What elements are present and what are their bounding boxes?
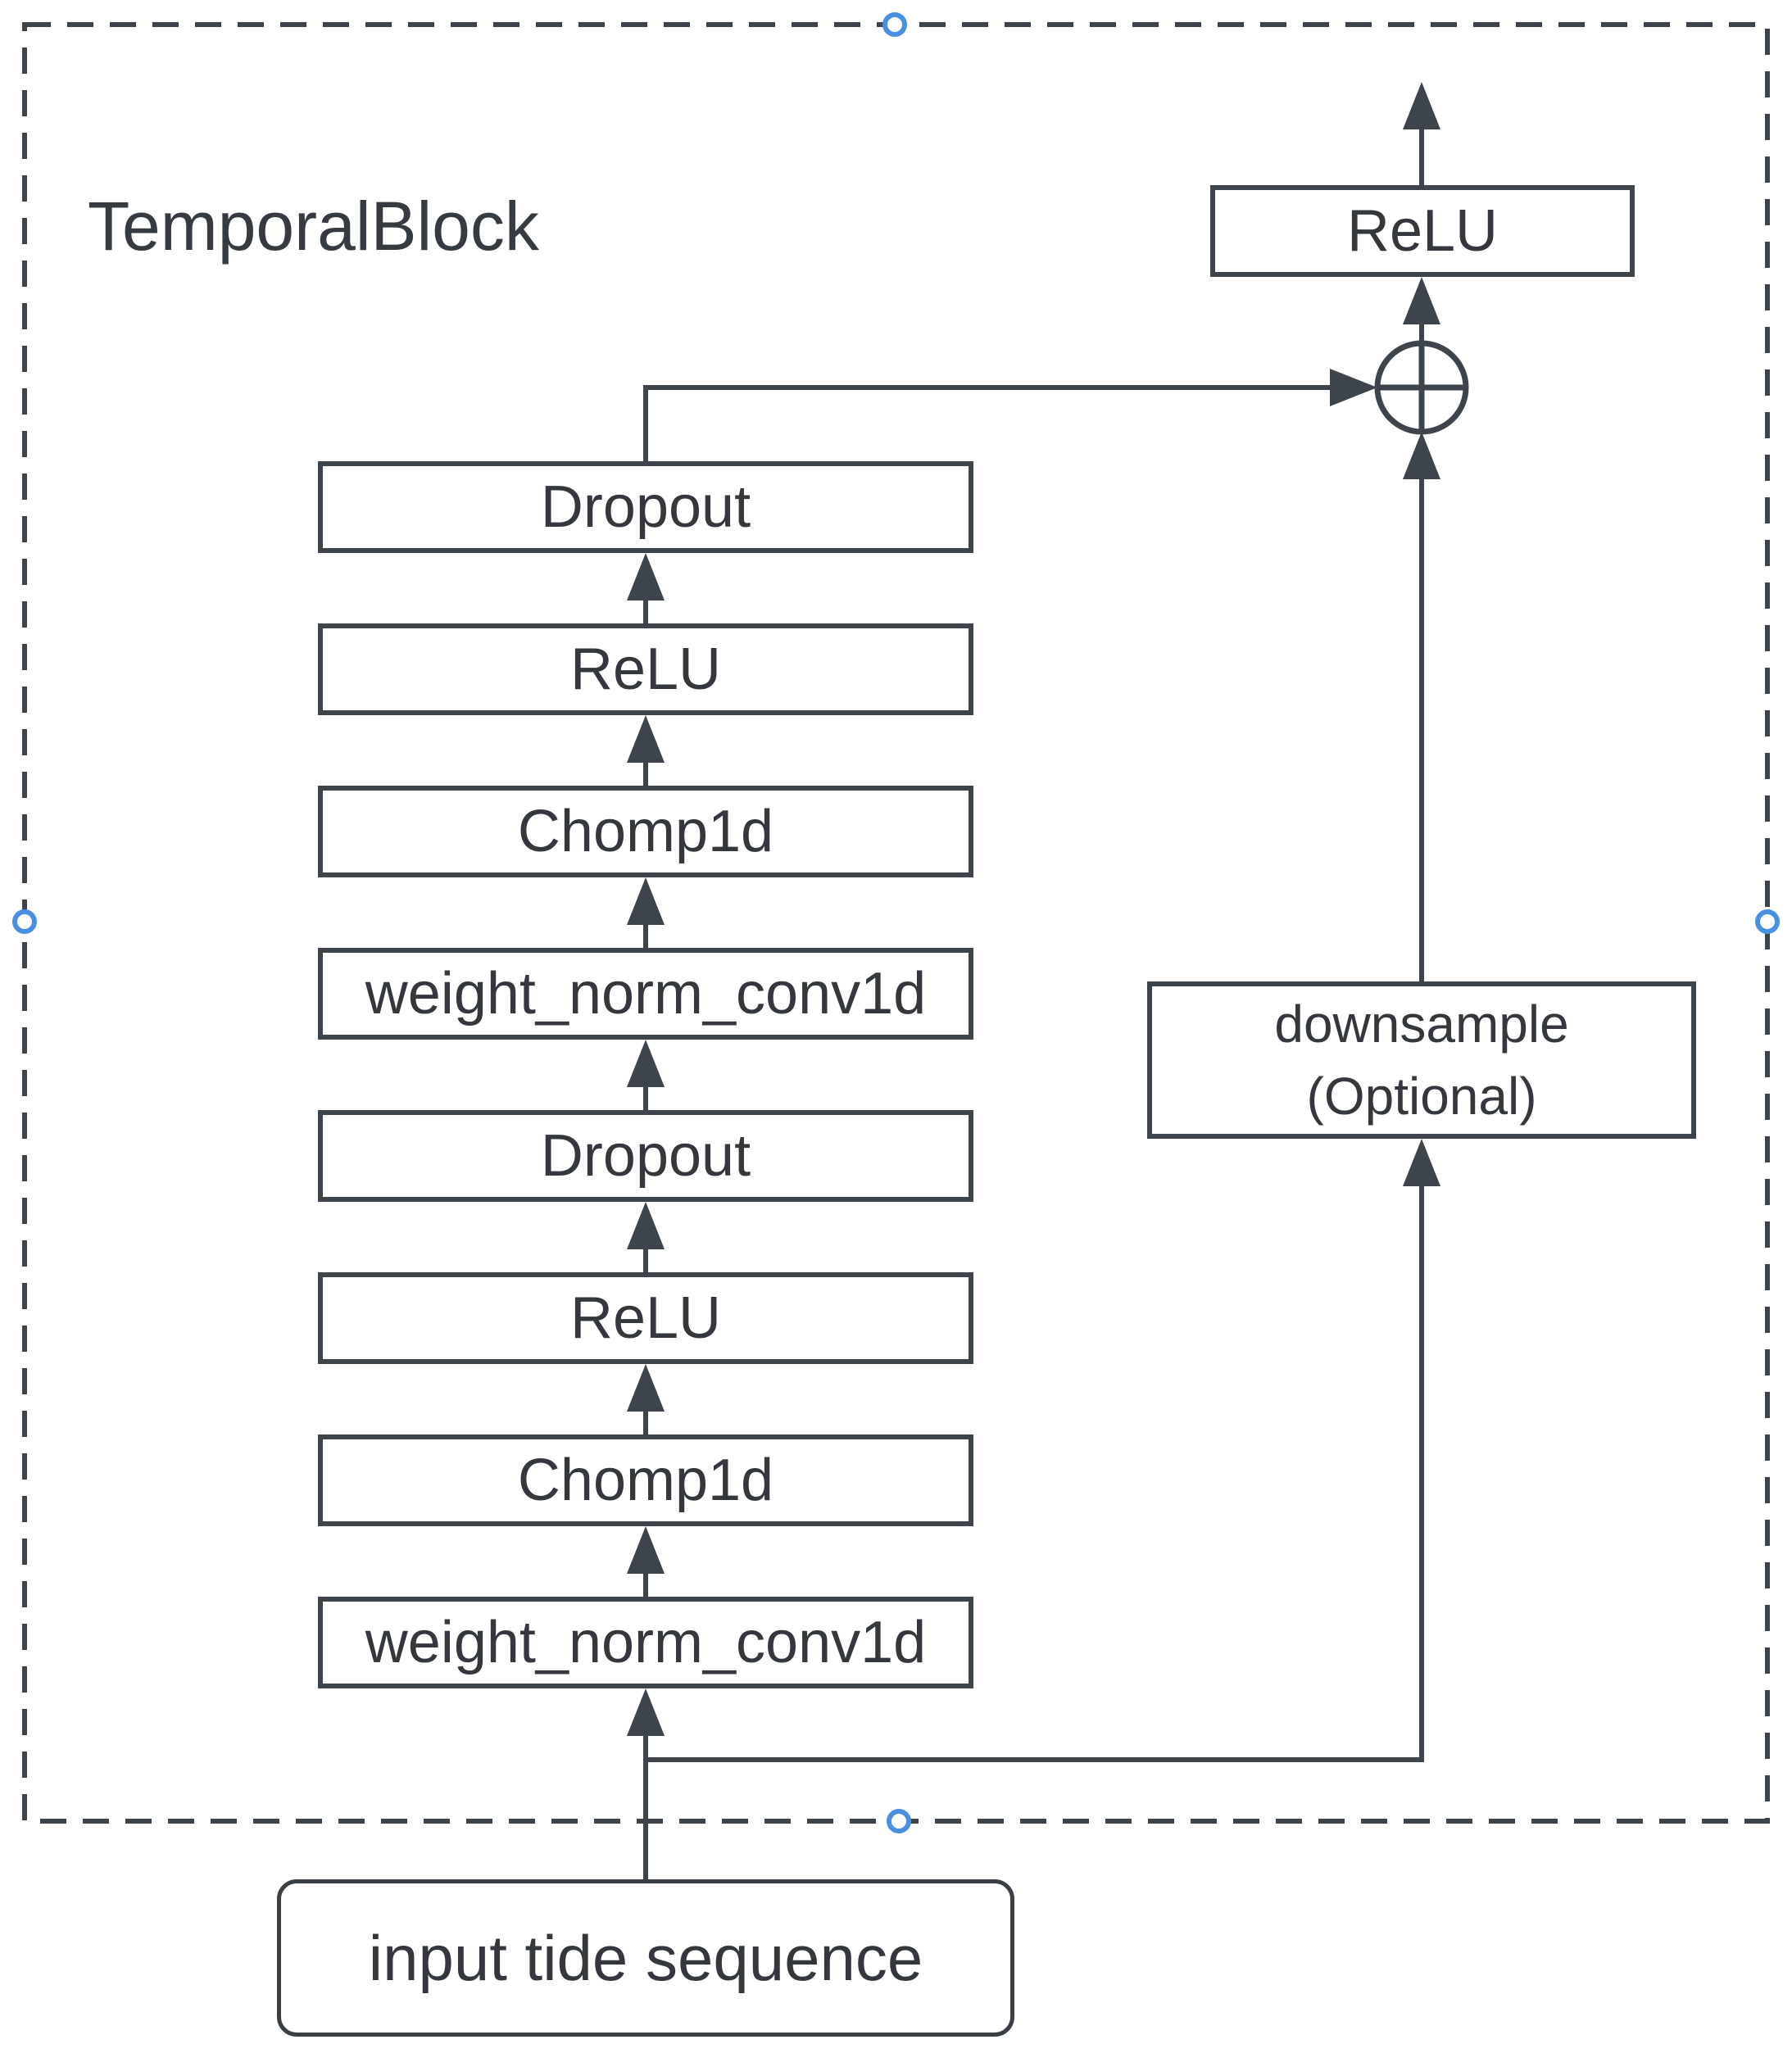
layer-box-relu-2: ReLU bbox=[318, 623, 973, 715]
layer-box-chomp1d-2: Chomp1d bbox=[318, 786, 973, 877]
input-line bbox=[627, 1688, 665, 1879]
input-tide-sequence-box: input tide sequence bbox=[277, 1879, 1014, 2037]
downsample-to-add-line bbox=[1403, 432, 1440, 981]
arrow-input-to-wnc0 bbox=[627, 1526, 665, 1597]
downsample-label-line1: downsample bbox=[1274, 995, 1569, 1054]
temporal-block-title: TemporalBlock bbox=[88, 188, 539, 265]
layer-box-dropout-1: Dropout bbox=[318, 1110, 973, 1202]
residual-branch-line bbox=[646, 1139, 1440, 1762]
selection-handle-left[interactable] bbox=[12, 909, 37, 934]
layer-box-chomp1d-1: Chomp1d bbox=[318, 1434, 973, 1526]
output-relu-box: ReLU bbox=[1210, 185, 1635, 277]
selection-handle-bottom[interactable] bbox=[887, 1809, 911, 1833]
add-icon bbox=[1374, 340, 1469, 435]
arrow-wnc0-to-chomp1d1 bbox=[627, 1364, 665, 1434]
layer-box-relu-1: ReLU bbox=[318, 1272, 973, 1364]
downsample-box: downsample (Optional) bbox=[1147, 981, 1696, 1139]
layer-box-weight-norm-conv1d-2: weight_norm_conv1d bbox=[318, 948, 973, 1040]
add-to-relu-line bbox=[1403, 277, 1440, 343]
output-arrow bbox=[1403, 82, 1440, 185]
selection-handle-right[interactable] bbox=[1755, 909, 1780, 934]
downsample-label-line2: (Optional) bbox=[1306, 1067, 1537, 1126]
temporal-block-dashed-border bbox=[22, 22, 1770, 1824]
selection-handle-top[interactable] bbox=[882, 12, 907, 37]
layer-box-dropout-2: Dropout bbox=[318, 461, 973, 553]
arrow-chomp1d1-to-relu1 bbox=[627, 1202, 665, 1272]
layer-box-weight-norm-conv1d-1: weight_norm_conv1d bbox=[318, 1597, 973, 1688]
skip-connection-line bbox=[643, 369, 1377, 461]
arrow-wnc1-to-chomp1d2 bbox=[627, 715, 665, 786]
arrow-relu1-to-dropout1 bbox=[627, 1040, 665, 1110]
arrow-chomp1d2-to-relu2 bbox=[627, 553, 665, 623]
arrow-dropout1-to-wnc1 bbox=[627, 877, 665, 948]
